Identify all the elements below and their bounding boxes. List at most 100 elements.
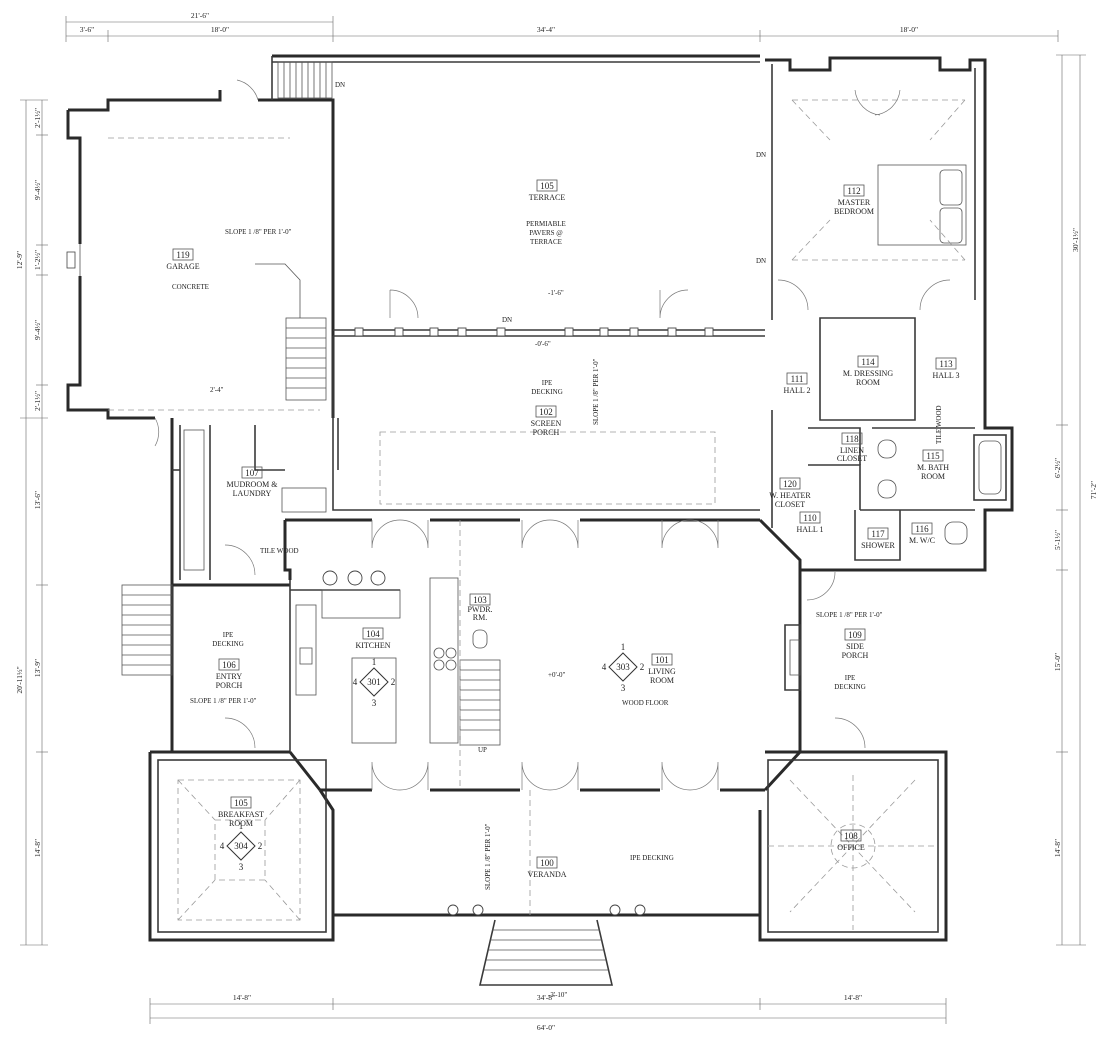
elevation-marker-id: 304 <box>234 841 248 851</box>
note-pavers-1: PERMIABLE <box>526 220 566 228</box>
note-slope-entry: SLOPE 1 /8" PER 1'-0" <box>190 697 257 705</box>
note-concrete: CONCRETE <box>172 283 209 291</box>
dim-left-c: 1'-2½" <box>33 250 42 270</box>
note-tile-wood-1: TILE WOOD <box>260 547 299 555</box>
room-name-garage: GARAGE <box>166 262 199 271</box>
room-number-bath: 115 <box>926 451 940 461</box>
note-screen-decking: DECKING <box>531 388 563 396</box>
note-side-decking: DECKING <box>834 683 866 691</box>
elevation-marker-id: 301 <box>367 677 381 687</box>
note-side-ipe: IPE <box>845 674 856 682</box>
room-number-living: 101 <box>655 655 669 665</box>
elevation-marker-n3: 3 <box>621 683 626 693</box>
note-entry-ipe: IPE <box>223 631 234 639</box>
note-dn-3: DN <box>756 257 766 265</box>
note-slope-screen: SLOPE 1 /8" PER 1'-0" <box>592 358 600 425</box>
room-number-breakfast: 105 <box>234 798 248 808</box>
elevation-marker-n1: 1 <box>621 642 626 652</box>
room-number-shower: 117 <box>871 529 885 539</box>
room-number-heater: 120 <box>783 479 797 489</box>
dim-left-e: 2'-1½" <box>33 391 42 411</box>
note-slope-side: SLOPE 1 /8" PER 1'-0" <box>816 611 883 619</box>
elevation-marker-n2: 2 <box>640 662 645 672</box>
stairs <box>121 61 614 986</box>
dim-bottom-c: 14'-8" <box>844 993 862 1002</box>
note-slope-garage: SLOPE 1 /8" PER 1'-0" <box>225 228 292 236</box>
room-name-hall1: HALL 1 <box>796 525 823 534</box>
room-name-dressing-1: M. DRESSING <box>843 369 893 378</box>
elevation-marker-n1: 1 <box>239 821 244 831</box>
room-name-kitchen: KITCHEN <box>355 641 390 650</box>
room-number-master-bedroom: 112 <box>847 186 860 196</box>
room-number-hall2: 111 <box>791 374 804 384</box>
room-name-living-2: ROOM <box>650 676 674 685</box>
porch-posts <box>354 327 714 337</box>
dim-top-a: 3'-6" <box>80 25 94 34</box>
dim-left-g: 13'-9" <box>33 659 42 677</box>
dim-bottom-b: 34'-8" <box>537 993 555 1002</box>
room-name-master-bedroom-2: BEDROOM <box>834 207 874 216</box>
elevation-marker-n3: 3 <box>239 862 244 872</box>
note-veranda-ipe-decking: IPE DECKING <box>630 854 674 862</box>
room-name-mudroom-2: LAUNDRY <box>233 489 272 498</box>
room-number-hall1: 110 <box>803 513 817 523</box>
dimension-lines <box>20 16 1086 1024</box>
dim-left-b: 9'-4½" <box>33 180 42 200</box>
room-number-entry-porch: 106 <box>222 660 236 670</box>
room-number-hall3: 113 <box>939 359 953 369</box>
elevation-marker-n4: 4 <box>220 841 225 851</box>
room-name-living-1: LIVING <box>648 667 676 676</box>
dim-left-h: 14'-8" <box>33 839 42 857</box>
room-name-side-porch-1: SIDE <box>846 642 864 651</box>
note-slope-veranda: SLOPE 1 /8" PER 1'-0" <box>484 823 492 890</box>
room-name-heater-2: CLOSET <box>775 500 805 509</box>
elevation-marker-n4: 4 <box>353 677 358 687</box>
room-number-veranda: 100 <box>540 858 554 868</box>
room-name-entry-porch-2: PORCH <box>216 681 243 690</box>
room-number-office: 108 <box>844 831 858 841</box>
elevation-marker-n4: 4 <box>602 662 607 672</box>
dim-right-d: 15'-0" <box>1053 653 1062 671</box>
room-name-breakfast-2: ROOM <box>229 819 253 828</box>
room-tags: 105 TERRACE 112 MASTER BEDROOM 119 GARAG… <box>166 179 960 879</box>
elevation-marker-301: 301 1 2 3 4 <box>353 657 396 708</box>
room-name-hall2: HALL 2 <box>783 386 810 395</box>
elevation-marker-304: 304 1 2 3 4 <box>220 821 263 872</box>
room-name-office: OFFICE <box>837 843 865 852</box>
fixtures <box>183 164 1007 916</box>
elevation-marker-n2: 2 <box>391 677 396 687</box>
dim-right-a: 30'-1½" <box>1071 228 1080 252</box>
dim-top-d: 18'-0" <box>900 25 918 34</box>
note-elev-steps: -3'-10" <box>548 991 567 999</box>
room-number-garage: 119 <box>176 250 190 260</box>
room-number-side-porch: 109 <box>848 630 862 640</box>
room-name-screen-porch-2: PORCH <box>533 428 560 437</box>
room-number-wc: 116 <box>915 524 929 534</box>
room-name-breakfast-1: BREAKFAST <box>218 810 264 819</box>
elevation-marker-id: 303 <box>616 662 630 672</box>
door-swings <box>154 79 951 791</box>
elevation-marker-303: 303 1 2 3 4 <box>602 642 645 693</box>
room-name-screen-porch-1: SCREEN <box>531 419 562 428</box>
room-name-terrace: TERRACE <box>529 193 566 202</box>
room-name-master-bedroom-1: MASTER <box>838 198 871 207</box>
room-number-linen: 118 <box>845 434 859 444</box>
dimension-labels: 21'-6" 3'-6" 18'-0" 34'-4" 18'-0" 14'-8"… <box>15 11 1098 1032</box>
room-name-mudroom-1: MUDROOM & <box>227 480 279 489</box>
elevation-marker-n2: 2 <box>258 841 263 851</box>
dim-left-a: 2'-1½" <box>33 108 42 128</box>
room-number-dressing: 114 <box>861 357 875 367</box>
dim-top-b: 18'-0" <box>211 25 229 34</box>
dim-right-b: 6'-2½" <box>1053 458 1062 478</box>
elevation-marker-n1: 1 <box>372 657 377 667</box>
note-dn-2: DN <box>756 151 766 159</box>
note-dn-4: DN <box>502 316 512 324</box>
note-screen-ipe: IPE <box>542 379 553 387</box>
dim-left-f: 13'-6" <box>33 491 42 509</box>
note-up: UP <box>478 746 487 754</box>
plan-notes: SLOPE 1 /8" PER 1'-0" CONCRETE PERMIABLE… <box>172 81 943 999</box>
dim-right-e: 14'-8" <box>1053 839 1062 857</box>
room-name-linen-1: LINEN <box>840 446 864 455</box>
dim-bottom-a: 14'-8" <box>233 993 251 1002</box>
